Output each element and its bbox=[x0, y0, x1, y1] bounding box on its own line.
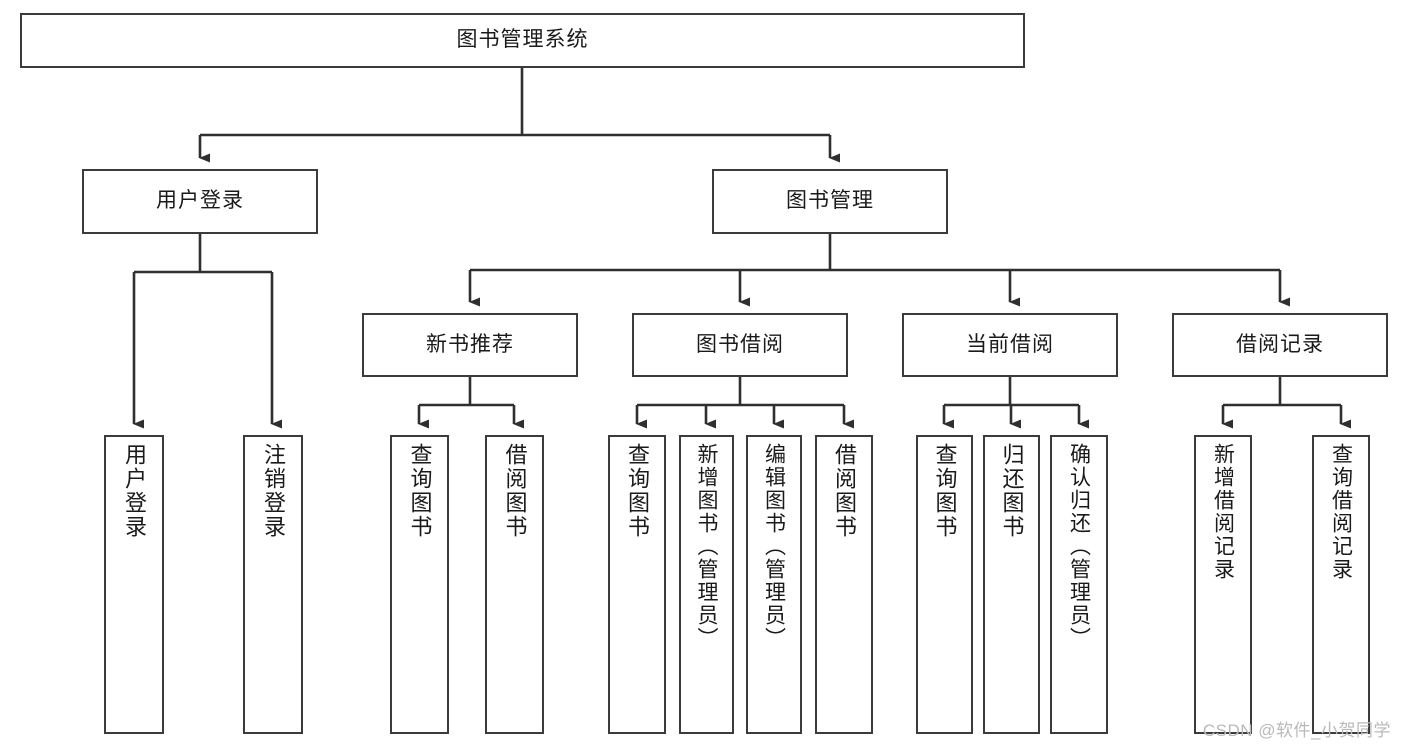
leaf-return-book[interactable]: 归还图书 bbox=[983, 435, 1040, 734]
node-user-login[interactable]: 用户登录 bbox=[82, 169, 318, 234]
node-label: 图书管理 bbox=[786, 189, 874, 213]
leaf-borrow-book-recommend[interactable]: 借阅图书 bbox=[485, 435, 544, 734]
node-book-borrow[interactable]: 图书借阅 bbox=[632, 313, 848, 377]
leaf-logout-login[interactable]: 注销登录 bbox=[243, 435, 303, 734]
node-label: 新增借阅记录 bbox=[1211, 443, 1235, 581]
leaf-add-book-admin[interactable]: 新增图书（管理员） bbox=[679, 435, 734, 734]
leaf-query-book-borrow[interactable]: 查询图书 bbox=[608, 435, 666, 734]
node-label: 查询图书 bbox=[625, 443, 650, 539]
node-label: 新书推荐 bbox=[426, 332, 514, 356]
node-label: 图书管理系统 bbox=[456, 28, 589, 52]
node-label: 借阅图书 bbox=[502, 443, 528, 539]
node-root-system[interactable]: 图书管理系统 bbox=[20, 13, 1025, 68]
node-label: 新增图书（管理员） bbox=[695, 443, 718, 650]
node-label: 查询图书 bbox=[932, 443, 958, 539]
leaf-add-borrow-record[interactable]: 新增借阅记录 bbox=[1194, 435, 1252, 734]
node-label: 借阅记录 bbox=[1236, 332, 1324, 356]
leaf-query-book-current[interactable]: 查询图书 bbox=[916, 435, 973, 734]
node-label: 当前借阅 bbox=[966, 332, 1054, 356]
leaf-user-login[interactable]: 用户登录 bbox=[104, 435, 164, 734]
node-label: 用户登录 bbox=[156, 189, 244, 213]
node-borrow-record[interactable]: 借阅记录 bbox=[1172, 313, 1388, 377]
leaf-confirm-return-admin[interactable]: 确认归还（管理员） bbox=[1050, 435, 1108, 734]
leaf-query-borrow-record[interactable]: 查询借阅记录 bbox=[1312, 435, 1370, 734]
node-label: 归还图书 bbox=[999, 443, 1025, 539]
node-current-borrow[interactable]: 当前借阅 bbox=[902, 313, 1118, 377]
leaf-query-book-recommend[interactable]: 查询图书 bbox=[390, 435, 449, 734]
node-book-management[interactable]: 图书管理 bbox=[712, 169, 948, 234]
node-label: 用户登录 bbox=[122, 443, 147, 539]
node-label: 查询借阅记录 bbox=[1329, 443, 1353, 581]
leaf-edit-book-admin[interactable]: 编辑图书（管理员） bbox=[746, 435, 802, 734]
node-new-book-recommend[interactable]: 新书推荐 bbox=[362, 313, 578, 377]
node-label: 查询图书 bbox=[407, 443, 433, 539]
leaf-borrow-book[interactable]: 借阅图书 bbox=[815, 435, 873, 734]
node-label: 图书借阅 bbox=[696, 332, 784, 356]
node-label: 编辑图书（管理员） bbox=[762, 443, 786, 650]
node-label: 注销登录 bbox=[261, 443, 286, 539]
node-label: 确认归还（管理员） bbox=[1067, 443, 1091, 650]
node-label: 借阅图书 bbox=[832, 443, 857, 539]
